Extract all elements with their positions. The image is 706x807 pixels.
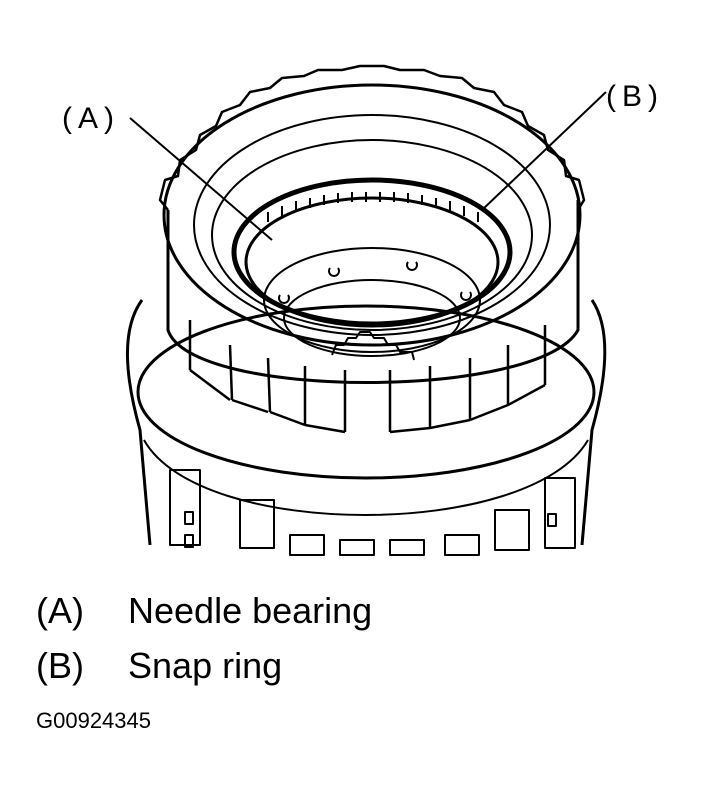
legend-key: (B) [36,645,84,686]
upper-hub-top-edge [162,83,582,347]
snap-ring [244,196,500,328]
upper-hub-inner-ring-2 [211,139,533,331]
inner-bore [263,247,481,353]
lower-drum-rim [136,304,596,480]
upper-hub-outer [166,200,580,384]
figure-id: G00924345 [36,708,151,733]
legend-key: (A) [36,590,84,631]
bore-holes [278,261,472,304]
callout-label-a: (A) [62,102,120,135]
lower-drum-curve [143,439,589,516]
legend-item-needle-bearing: (A) Needle bearing [36,590,372,632]
inner-bore-2 [283,279,461,357]
upper-hub-inner-ring-1 [193,114,551,336]
leader-line-b [481,91,607,211]
legend-item-snap-ring: (B) Snap ring [36,645,282,687]
needle-bearing-rollers [267,192,479,222]
legend-label: Needle bearing [128,590,373,631]
hub-splines [158,64,586,434]
legend-label: Snap ring [128,645,283,686]
lower-drum-outline [126,299,607,546]
lower-drum-slots [169,469,576,556]
center-spline [331,331,415,361]
clutch-drum-illustration [126,64,607,556]
callout-label-b: (B) [606,80,664,113]
leader-line-a [129,117,273,241]
needle-bearing-ring [231,177,513,327]
